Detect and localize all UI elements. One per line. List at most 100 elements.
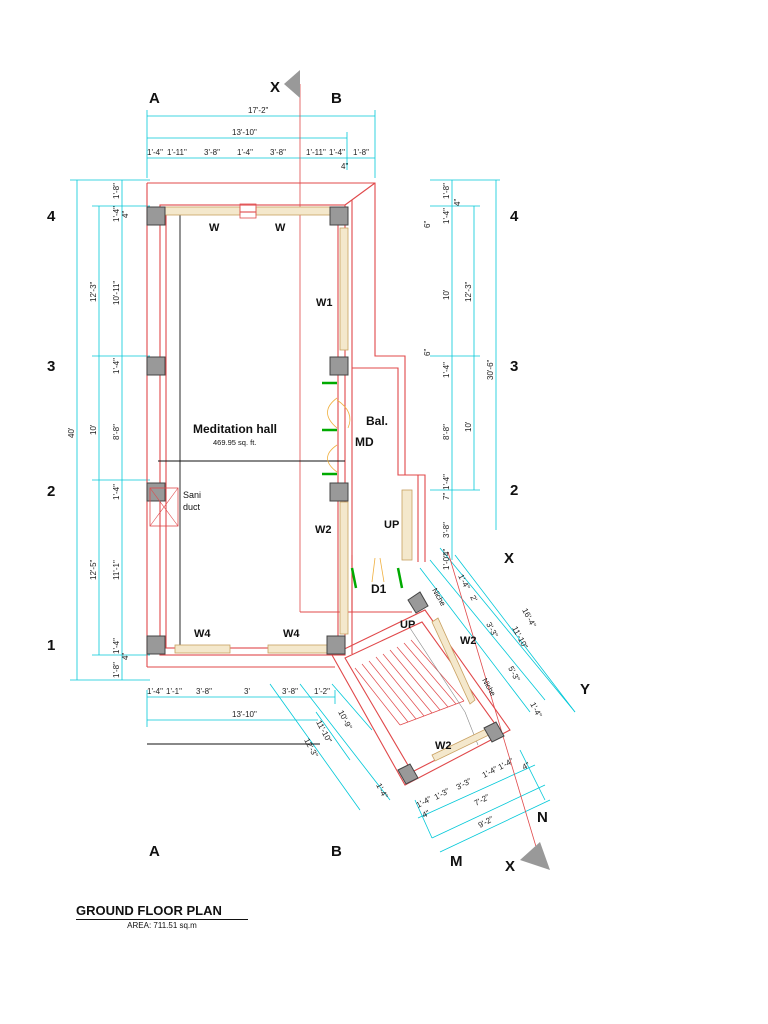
window-label-w1: W1 — [316, 297, 333, 309]
niche-label-2: Niche — [480, 677, 497, 698]
dim-left-inner-3: 4" — [121, 211, 130, 218]
window-label-w-1: W — [209, 222, 220, 234]
door-label-d1: D1 — [371, 582, 387, 596]
columns — [146, 206, 505, 785]
dim-stair-3: 3'-3" — [455, 776, 473, 792]
dim-top-seg-5: 3'-8" — [270, 148, 286, 157]
dim-top-seg-3: 3'-8" — [204, 148, 220, 157]
dim-right-inner-10: 1'-0" — [442, 554, 451, 570]
stair-label-up-2: UP — [400, 619, 415, 631]
doors — [322, 381, 404, 589]
dim-stair-1: 1'-4" — [415, 794, 433, 810]
dim-right-diag-6: 5'-3" — [506, 665, 522, 683]
room-label-meditation-hall: Meditation hall — [193, 422, 277, 436]
dim-bottom-inner: 13'-10" — [232, 710, 257, 719]
dim-right-inner-2: 4" — [453, 199, 462, 206]
dim-top-seg-4: 1'-4" — [237, 148, 253, 157]
grid-label-a-bottom: A — [149, 843, 160, 860]
sani-duct-label-2: duct — [183, 502, 201, 512]
dimension-lines — [70, 110, 576, 853]
grid-label-1-left: 1 — [47, 637, 55, 654]
dim-top-4in: 4" — [341, 162, 348, 171]
axis-label-x-bottom: X — [505, 858, 515, 875]
axis-label-n: N — [537, 809, 548, 826]
dim-top-seg-8: 1'-8" — [353, 148, 369, 157]
door-label-md: MD — [355, 435, 374, 449]
axis-label-y: Y — [580, 681, 590, 698]
grid-label-b-bottom: B — [331, 843, 342, 860]
stair-treads — [354, 639, 465, 726]
dim-right-inner-11: 4" — [442, 549, 451, 556]
dim-stair-4: 1'-4" — [481, 764, 499, 780]
window-label-w2-stair-bottom: W2 — [435, 740, 452, 752]
dim-right-mid-2: 12'-3" — [464, 281, 473, 302]
dim-left-mid-1: 12'-3" — [89, 281, 98, 302]
dim-left-inner-9: 1'-4" — [112, 638, 121, 654]
dim-stair-2: 1'-3" — [433, 786, 451, 802]
room-area-meditation-hall: 469.95 sq. ft. — [213, 438, 256, 447]
axis-label-x-right: X — [504, 550, 514, 567]
dim-right-diag-1: 16'-4" — [520, 607, 538, 629]
dim-left-inner-10: 4" — [121, 653, 130, 660]
grid-label-2-right: 2 — [510, 482, 518, 499]
dim-right-mid-4: 10' — [464, 421, 473, 432]
grid-label-4-right: 4 — [510, 208, 519, 225]
dim-left-inner-8: 11'-1" — [112, 560, 121, 580]
dim-top-seg-6: 1'-11" — [306, 148, 326, 157]
plan-title: GROUND FLOOR PLAN — [76, 903, 248, 920]
dim-right-inner-1: 1'-8" — [442, 183, 451, 199]
window-label-w2-stair-side: W2 — [460, 635, 477, 647]
axis-x-top-marker — [284, 70, 300, 98]
dim-left-mid-3: 12'-5" — [89, 559, 98, 580]
dim-bottom-diag-4: 1'-4" — [374, 782, 390, 800]
window-label-w2-hall: W2 — [315, 524, 332, 536]
window-label-w4-2: W4 — [283, 628, 300, 640]
dim-stair-7: 4" — [521, 760, 532, 771]
grid-label-3-left: 3 — [47, 358, 55, 375]
dim-right-mid-1: 6" — [423, 221, 432, 228]
niche-label-1: Niche — [430, 587, 447, 608]
dim-bottom-seg-3: 3'-8" — [196, 687, 212, 696]
dim-left-mid-2: 10' — [89, 424, 98, 435]
dim-left-inner-7: 1'-4" — [112, 484, 121, 500]
axis-lines — [299, 84, 541, 861]
dim-stair-8: 7'-2" — [473, 792, 491, 808]
dim-right-inner-8: 1'-4" — [442, 474, 451, 490]
grid-label-a-top: A — [149, 90, 160, 107]
grid-label-2-left: 2 — [47, 483, 55, 500]
dim-right-diag-7: 1'-4" — [528, 701, 544, 719]
windows — [164, 206, 492, 762]
dim-right-inner-4: 10' — [442, 289, 451, 300]
room-label-balcony: Bal. — [366, 414, 388, 428]
dim-bottom-seg-5: 3'-8" — [282, 687, 298, 696]
sani-duct-label-1: Sani — [183, 490, 201, 500]
dim-bottom-seg-1: 1'-4" — [147, 687, 163, 696]
dim-top-seg-2: 1'-11" — [167, 148, 187, 157]
dim-right-diag-5: 3'-3" — [484, 621, 500, 639]
dim-left-inner-5: 1'-4" — [112, 358, 121, 374]
dim-right-inner-5: 1'-4" — [442, 362, 451, 378]
door-swings — [327, 397, 385, 583]
dim-top-inner: 13'-10" — [232, 128, 257, 137]
dim-right-inner-9: 3'-8" — [442, 522, 451, 538]
axis-x-bottom-marker — [520, 842, 550, 870]
plan-area: AREA: 711.51 sq.m — [127, 921, 197, 930]
dim-left-inner-6: 8'-8" — [112, 424, 121, 440]
dim-right-diag-2: 11'-10" — [510, 625, 529, 651]
title-block: GROUND FLOOR PLAN AREA: 711.51 sq.m — [76, 903, 248, 930]
dim-stair-5: 1'-4" — [497, 756, 515, 772]
dim-left-overall: 40' — [67, 427, 76, 438]
dim-bottom-seg-6: 1'-2" — [314, 687, 330, 696]
stair-label-up-1: UP — [384, 519, 399, 531]
window-label-w4-1: W4 — [194, 628, 211, 640]
dim-bottom-seg-4: 3' — [244, 687, 250, 696]
dim-bottom-seg-2: 1'-1" — [166, 687, 182, 696]
hall-boundary — [147, 212, 345, 745]
dim-left-inner-11: 1'-8" — [112, 662, 121, 678]
grid-label-4-left: 4 — [47, 208, 56, 225]
grid-label-b-top: B — [331, 90, 342, 107]
grid-circles — [145, 86, 349, 861]
dim-bottom-diag-1: 10'-9" — [336, 709, 354, 731]
dim-top-seg-7: 1'-4" — [329, 148, 345, 157]
